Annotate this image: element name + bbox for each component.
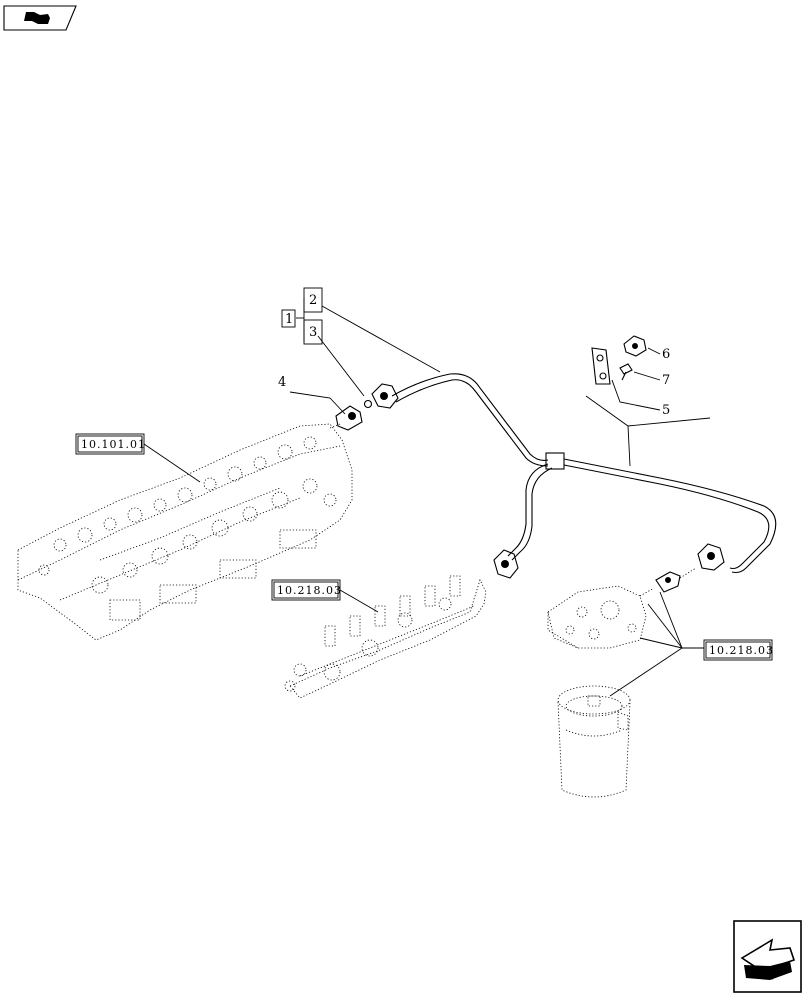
callout-6: 6 [662,347,670,362]
svg-text:3: 3 [309,325,317,340]
callout-3: 3 [303,319,323,345]
next-page-arrow-icon[interactable] [733,920,802,993]
leader-lines [143,298,711,697]
filter-head [547,585,647,649]
svg-text:10.101.01: 10.101.01 [81,438,146,451]
book-arrow-icon[interactable] [3,5,77,31]
fuel-filter [557,685,631,798]
ref-engine[interactable]: 10.101.01 [75,433,146,455]
svg-text:10.218.03: 10.218.03 [277,584,342,597]
callout-7: 7 [662,373,670,388]
ref-filter[interactable]: 10.218.03 [703,639,774,661]
callout-4: 4 [278,375,286,390]
connector-rail [493,549,519,579]
callout-2: 2 [303,287,323,313]
filter-fittings [639,567,697,597]
connector-filter [697,543,725,571]
ref-rail[interactable]: 10.218.03 [271,579,342,601]
pressure-sensor [329,399,373,431]
connector-upper [371,383,399,409]
bolt-7 [619,363,633,381]
callout-5: 5 [662,403,670,418]
bracket [591,347,611,385]
svg-text:10.218.03: 10.218.03 [709,644,774,657]
bolt-6 [623,335,647,357]
fuel-rail [284,575,487,699]
callout-1: 1 [281,309,296,328]
svg-text:2: 2 [309,293,317,308]
svg-text:1: 1 [285,312,293,327]
fuel-lines [391,373,777,574]
engine-block [17,423,353,641]
